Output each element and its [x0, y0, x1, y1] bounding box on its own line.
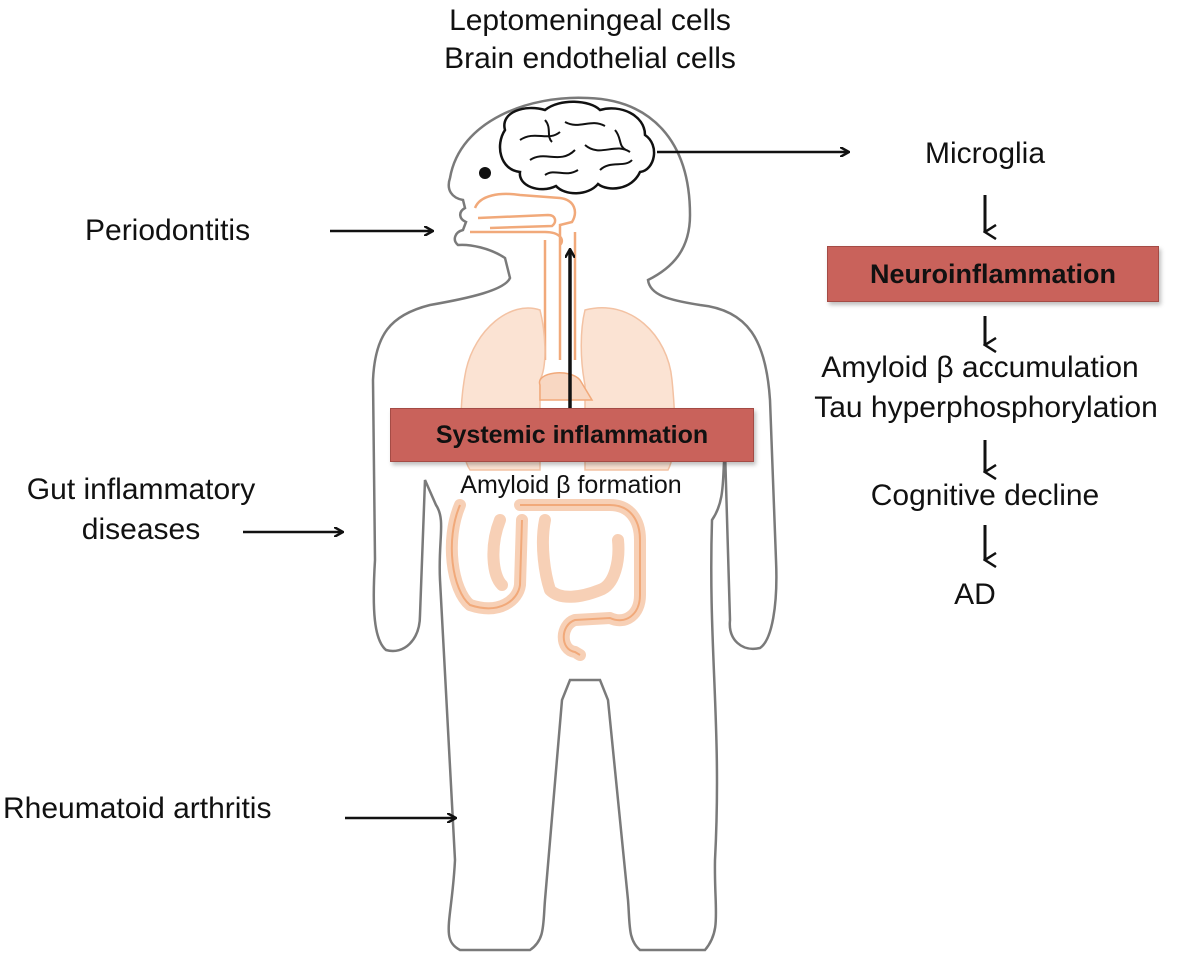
label-amyloid-formation: Amyloid β formation: [460, 471, 682, 499]
brain: [498, 100, 656, 195]
eye: [479, 167, 491, 179]
label-gut-line2: diseases: [81, 513, 201, 546]
label-periodontitis: Periodontitis: [85, 214, 251, 247]
brain-folds: [519, 119, 633, 176]
top-label-endothelial: Brain endothelial cells: [444, 42, 736, 75]
label-amyloid-accumulation: Amyloid β accumulation: [821, 351, 1139, 384]
heart: [538, 372, 594, 401]
systemic-inflammation-box: Systemic inflammation: [390, 408, 754, 462]
label-gut-line1: Gut inflammatory: [26, 473, 256, 506]
label-microglia: Microglia: [924, 137, 1046, 170]
label-rheumatoid: Rheumatoid arthritis: [3, 792, 272, 825]
neuroinflammation-box: Neuroinflammation: [827, 246, 1159, 302]
label-ad: AD: [954, 578, 996, 611]
intestines-outline: [450, 504, 641, 656]
top-label-leptomeningeal: Leptomeningeal cells: [449, 4, 731, 37]
airway-tube: [470, 192, 577, 360]
label-tau: Tau hyperphosphorylation: [814, 391, 1158, 424]
body-outline: [371, 96, 778, 952]
label-cognitive-decline: Cognitive decline: [870, 479, 1100, 512]
